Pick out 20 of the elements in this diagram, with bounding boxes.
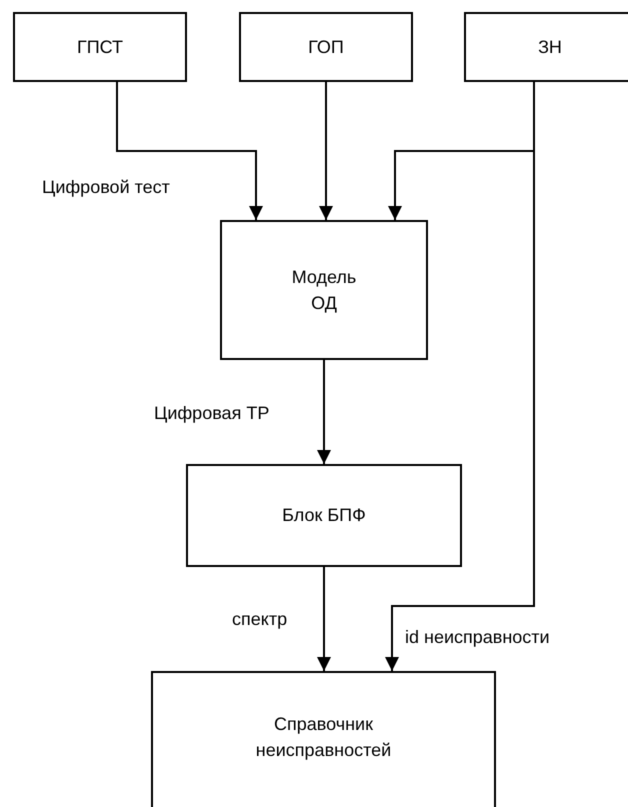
process-box (220, 220, 428, 360)
edge-label: Цифровая ТР (154, 404, 270, 422)
arrow (319, 82, 333, 220)
arrow (116, 82, 263, 220)
process-box (464, 12, 628, 82)
edge-label: спектр (232, 610, 288, 628)
process-box (239, 12, 413, 82)
box-label: ЗН (538, 36, 562, 59)
arrow (317, 567, 331, 671)
box-label: Блок БПФ (282, 504, 366, 528)
arrow (317, 360, 331, 464)
process-box (186, 464, 462, 567)
box-label: Справочник неисправностей (254, 712, 392, 762)
box-label: ГОП (308, 36, 344, 59)
process-box (13, 12, 187, 82)
process-box (151, 671, 496, 807)
box-label: ГПСТ (76, 36, 124, 59)
edge-label: Цифровой тест (42, 178, 170, 196)
edge-label: id неисправности (405, 628, 550, 646)
box-label: Модель ОД (290, 266, 358, 315)
